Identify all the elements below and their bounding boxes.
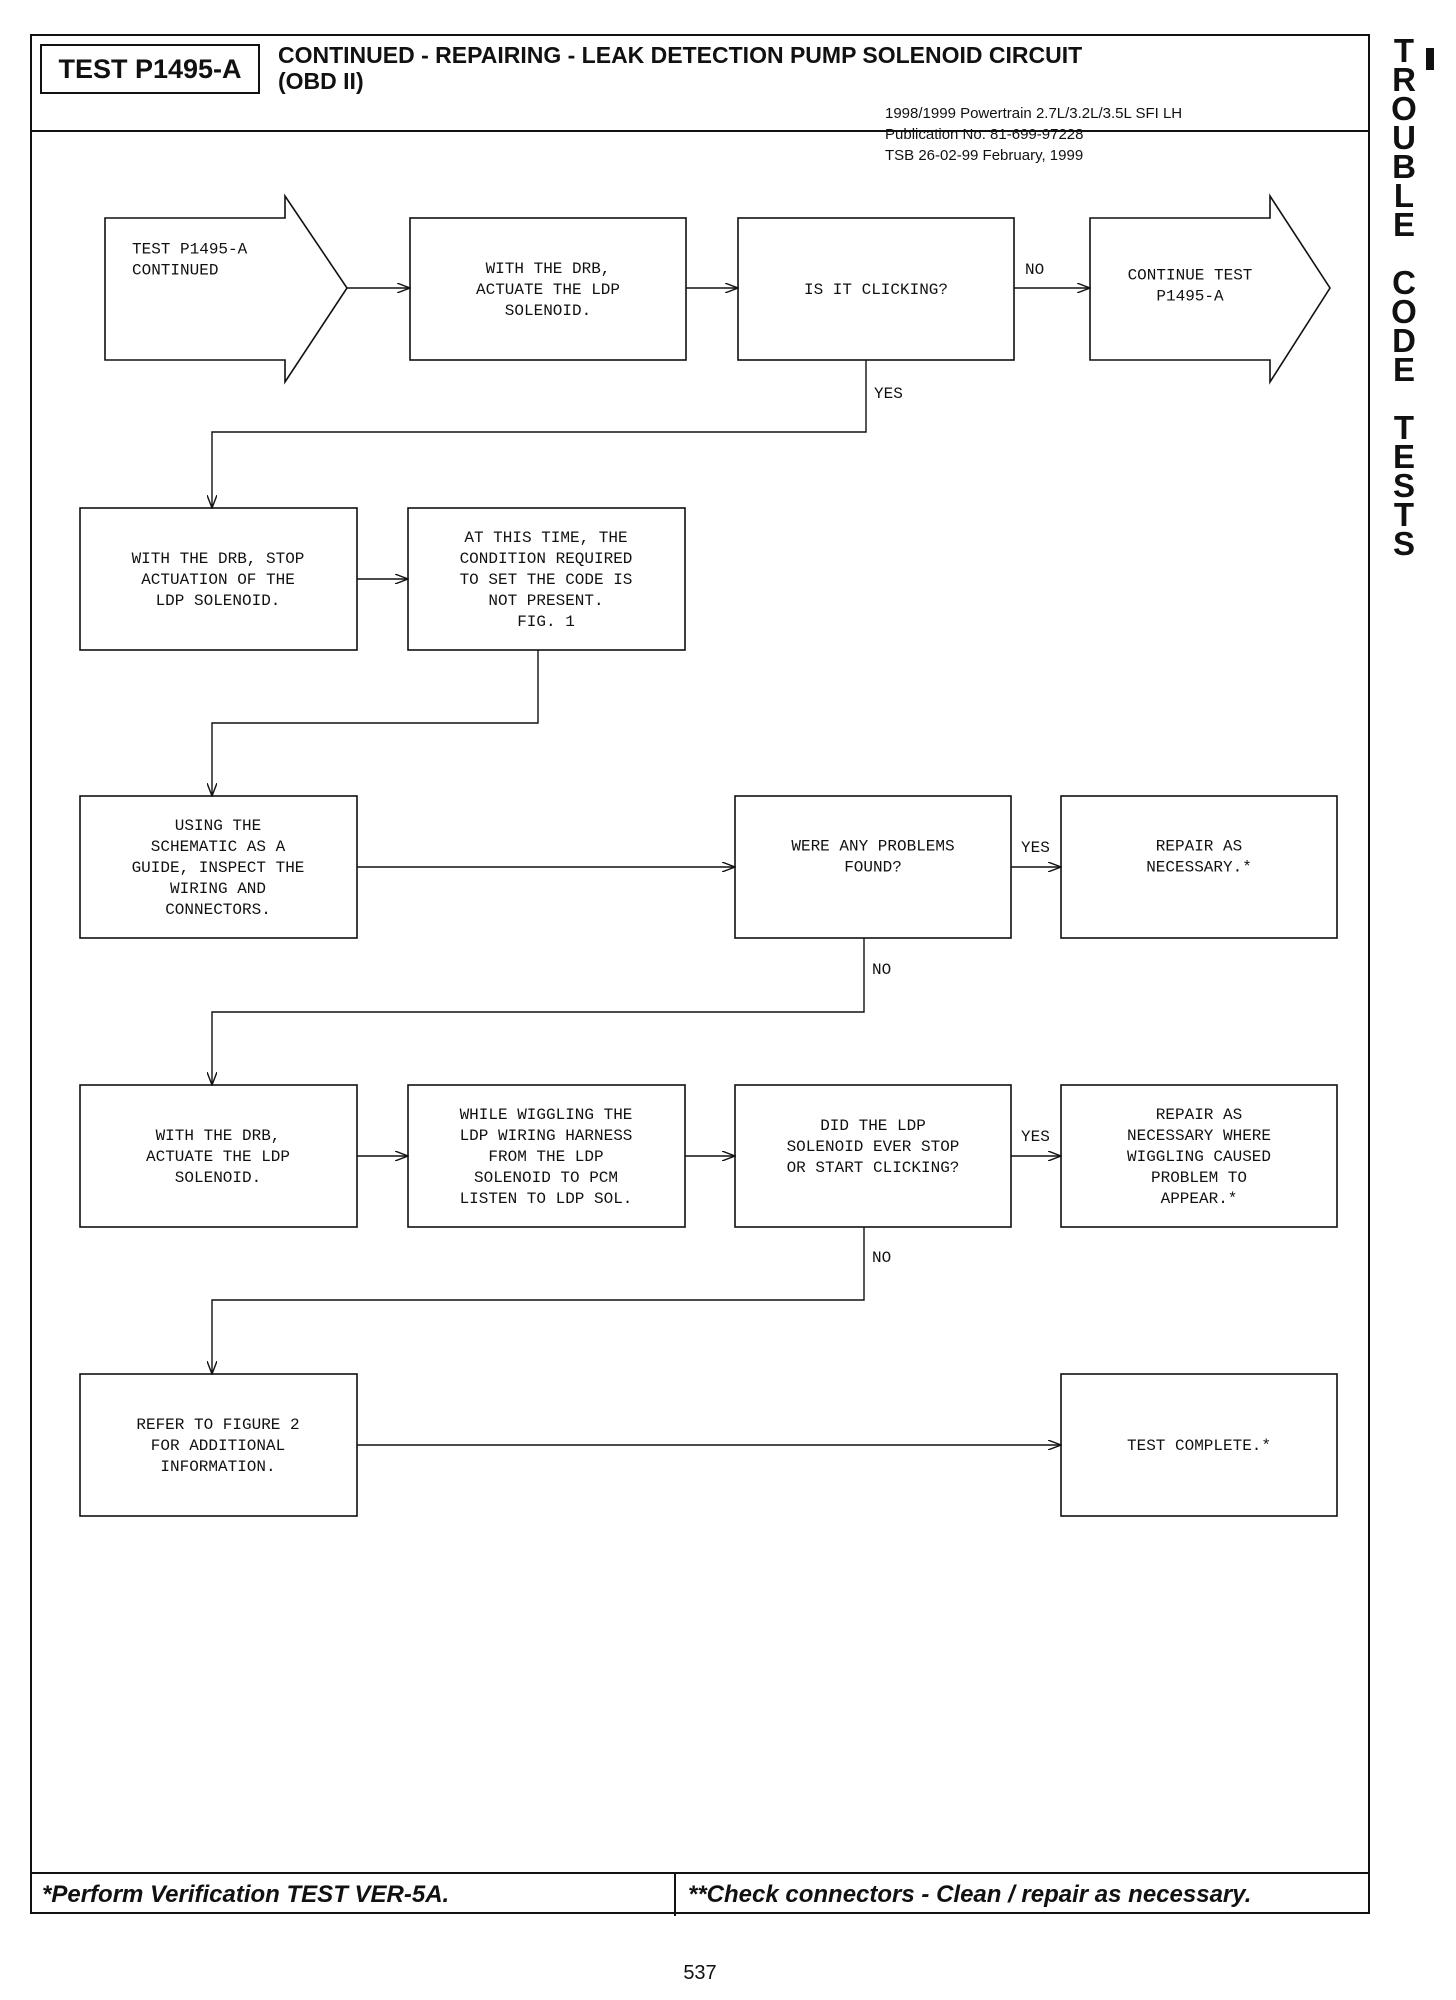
flow-text-not-present: FIG. 1 [517, 613, 575, 631]
flow-text-actuate-1: ACTUATE THE LDP [476, 281, 620, 299]
continue-test-arrow-shape [1089, 193, 1331, 385]
label-yes-clicking: YES [874, 385, 903, 403]
flow-text-stop-actuation: LDP SOLENOID. [156, 592, 281, 610]
side-tab-marker [1426, 48, 1434, 70]
footer-right-note: **Check connectors - Clean / repair as n… [688, 1881, 1252, 1908]
flow-text-not-present: CONDITION REQUIRED [460, 550, 633, 568]
flow-text-repair-1: REPAIR AS [1156, 838, 1242, 856]
side-tab-letter: T [1393, 496, 1415, 533]
side-tab-letter: O [1391, 90, 1417, 127]
title-line-2: (OBD II) [278, 68, 364, 94]
footer: *Perform Verification TEST VER-5A. **Che… [32, 1872, 1368, 1916]
flow-text-repair-2: NECESSARY WHERE [1127, 1127, 1271, 1145]
label-no-clicking: NO [1025, 261, 1044, 279]
side-tab-letter: D [1392, 322, 1416, 359]
publication-line-3: TSB 26-02-99 February, 1999 [885, 147, 1084, 164]
side-tab-letter: C [1392, 264, 1416, 301]
flow-text-stop-actuation: WITH THE DRB, STOP [132, 550, 305, 568]
flow-connectors [212, 288, 1090, 1445]
flow-text-repair-2: REPAIR AS [1156, 1106, 1242, 1124]
flow-text-complete: TEST COMPLETE.* [1127, 1437, 1271, 1455]
flow-text-problems-q: FOUND? [844, 859, 902, 877]
flow-text-not-present: NOT PRESENT. [488, 592, 603, 610]
label-no-problems: NO [872, 961, 891, 979]
flow-text-clicking-q: IS IT CLICKING? [804, 281, 948, 299]
connector-clicking-yes [212, 360, 867, 508]
flow-text-continue-test: CONTINUE TEST [1128, 267, 1253, 285]
flow-text-inspect: SCHEMATIC AS A [151, 838, 286, 856]
connector-stopstart-no [212, 1227, 865, 1374]
flow-text-start: TEST P1495-A [132, 241, 248, 259]
footer-divider [674, 1874, 676, 1916]
side-tab-letter: E [1392, 351, 1415, 388]
publication-line-2: Publication No. 81-699-97228 [885, 126, 1084, 143]
flow-text-actuate-1: SOLENOID. [505, 302, 591, 320]
stop-start-question-box [734, 1084, 1012, 1228]
flow-text-inspect: GUIDE, INSPECT THE [132, 859, 305, 877]
flow-text-not-present: TO SET THE CODE IS [460, 571, 633, 589]
side-tab-letter: S [1392, 525, 1415, 562]
header: TEST P1495-A CONTINUED - REPAIRING - LEA… [32, 36, 1368, 132]
flow-text-stop-start-q: OR START CLICKING? [787, 1159, 960, 1177]
title-line-1: CONTINUED - REPAIRING - LEAK DETECTION P… [278, 42, 1083, 68]
publication-line-1: 1998/1999 Powertrain 2.7L/3.2L/3.5L SFI … [885, 105, 1183, 122]
side-tab-letter: O [1391, 293, 1417, 330]
side-tab-letter: B [1392, 148, 1416, 185]
flow-text-wiggle: FROM THE LDP [488, 1148, 603, 1166]
side-tab-letter: E [1392, 438, 1415, 475]
flow-text-inspect: WIRING AND [170, 880, 266, 898]
page-number: 537 [683, 1962, 717, 1984]
page-frame: TEST P1495-A CONTINUED - REPAIRING - LEA… [30, 34, 1370, 1916]
flow-text-actuate-2: ACTUATE THE LDP [146, 1148, 290, 1166]
test-id-box: TEST P1495-A [40, 44, 260, 94]
flow-text-inspect: CONNECTORS. [165, 901, 271, 919]
flow-text-problems-q: WERE ANY PROBLEMS [791, 838, 954, 856]
label-yes-stop-start: YES [1021, 1128, 1050, 1146]
flow-text-repair-2: WIGGLING CAUSED [1127, 1148, 1271, 1166]
flow-text: TEST P1495-A CONTINUED WITH THE DRB, ACTUAT… [132, 241, 1271, 1477]
flow-text-inspect: USING THE [175, 817, 261, 835]
side-tab-letter: E [1392, 206, 1415, 243]
flow-text-wiggle: LDP WIRING HARNESS [460, 1127, 633, 1145]
footer-left-note: *Perform Verification TEST VER-5A. [42, 1881, 450, 1908]
flow-text-actuate-2: WITH THE DRB, [156, 1127, 281, 1145]
flow-text-actuate-2: SOLENOID. [175, 1169, 261, 1187]
flow-text-refer-fig2: REFER TO FIGURE 2 [136, 1416, 299, 1434]
side-tab-letter: L [1393, 177, 1415, 214]
flow-text-continue-test: P1495-A [1156, 288, 1224, 306]
flow-text-wiggle: LISTEN TO LDP SOL. [460, 1190, 633, 1208]
flow-shapes [79, 193, 1338, 1517]
flow-text-wiggle: WHILE WIGGLING THE [460, 1106, 633, 1124]
label-yes-problems: YES [1021, 839, 1050, 857]
side-tab-letter: T [1393, 409, 1415, 446]
label-no-stop-start: NO [872, 1249, 891, 1267]
page-title: CONTINUED - REPAIRING - LEAK DETECTION P… [278, 42, 1082, 94]
flow-text-not-present: AT THIS TIME, THE [464, 529, 627, 547]
flow-text-repair-2: PROBLEM TO [1151, 1169, 1247, 1187]
side-tab-letter: U [1392, 119, 1416, 156]
flow-text-stop-actuation: ACTUATION OF THE [141, 571, 295, 589]
start-arrow-shape [104, 193, 348, 385]
flow-text-repair-2: APPEAR.* [1161, 1190, 1238, 1208]
flow-text-stop-start-q: SOLENOID EVER STOP [787, 1138, 960, 1156]
side-tab-letter: T [1393, 32, 1415, 69]
flow-text-refer-fig2: FOR ADDITIONAL [151, 1437, 285, 1455]
flow-text-actuate-1: WITH THE DRB, [486, 260, 611, 278]
connector-problems-no [212, 938, 865, 1085]
side-tab-letter: S [1392, 467, 1415, 504]
flow-text-stop-start-q: DID THE LDP [820, 1117, 926, 1135]
flow-text-wiggle: SOLENOID TO PCM [474, 1169, 618, 1187]
connector-notpresent-inspect [212, 650, 539, 796]
flow-text-start: CONTINUED [132, 262, 218, 280]
side-tab-letter: R [1392, 61, 1416, 98]
flow-text-refer-fig2: INFORMATION. [160, 1458, 275, 1476]
flow-text-repair-1: NECESSARY.* [1146, 859, 1252, 877]
publication-info: 1998/1999 Powertrain 2.7L/3.2L/3.5L SFI … [885, 103, 1182, 166]
